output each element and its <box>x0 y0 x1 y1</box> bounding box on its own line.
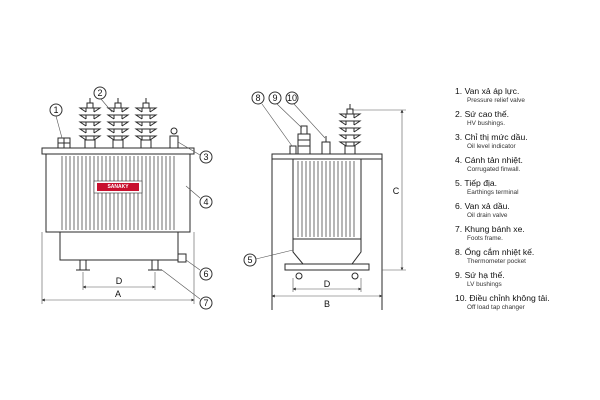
legend-item-vi-text: Van xả dầu. <box>464 201 510 211</box>
hv-bushings <box>78 98 158 149</box>
legend-item: 7. Khung bánh xe.Foots frame. <box>455 224 600 243</box>
hv-bushing <box>338 104 362 155</box>
legend-item-vi-text: Van xả áp lực. <box>464 86 520 96</box>
legend-item-vi: 10. Điều chỉnh không tải. <box>455 293 600 304</box>
legend-item-vi-text: Cánh tản nhiệt. <box>464 155 523 165</box>
oil-drain-valve-shape <box>177 253 187 263</box>
legend-item-en: Off load tap changer <box>467 304 525 311</box>
legend-item: 10. Điều chỉnh không tải.Off load tap ch… <box>455 293 600 312</box>
legend-item-en: Thermometer pocket <box>467 258 526 265</box>
legend-item-number: 3. <box>455 132 463 142</box>
side-corrugated-fins <box>297 161 355 237</box>
brand-logo-text: SANAKY <box>107 184 129 190</box>
callout-1: 1 <box>53 105 58 115</box>
front-dimension-a: A <box>41 232 195 304</box>
legend-item-vi-text: Sứ hạ thế. <box>464 270 505 280</box>
thermometer-pocket-shape <box>289 145 297 155</box>
side-hv-bushing <box>338 104 362 155</box>
side-dimension-c: C <box>352 109 406 271</box>
legend-item: 9. Sứ hạ thế.LV bushings <box>455 270 600 289</box>
callout-6: 6 <box>203 269 208 279</box>
side-dimension-c-label: C <box>393 186 400 196</box>
legend-item-en: Pressure relief valve <box>467 97 525 104</box>
legend-item-number: 6. <box>455 201 463 211</box>
tap-changer-shape <box>321 136 331 155</box>
front-view: SANAKY D A 1 <box>41 86 213 310</box>
pressure-relief-valve-shape <box>57 137 71 149</box>
legend-item-vi: 9. Sứ hạ thế. <box>455 270 600 281</box>
legend-item-vi: 8. Ống cắm nhiệt kế. <box>455 247 600 258</box>
front-dimension-a-label: A <box>115 289 121 299</box>
front-dimension-d-label: D <box>116 276 123 286</box>
legend-item-vi-text: Tiếp địa. <box>464 178 498 188</box>
legend-item-en: LV bushings <box>467 281 502 288</box>
legend-item-en: Oil level indicator <box>467 143 516 150</box>
legend-item: 1. Van xả áp lực.Pressure relief valve <box>455 86 600 105</box>
front-wheels <box>76 260 162 271</box>
legend-item-vi: 7. Khung bánh xe. <box>455 224 600 235</box>
callout-8: 8 <box>255 93 260 103</box>
side-tank-body <box>292 158 362 240</box>
callout-7: 7 <box>203 298 208 308</box>
legend-item-en: HV bushings. <box>467 120 506 127</box>
legend-item-en: Foots frame. <box>467 235 503 242</box>
legend-item-vi: 3. Chỉ thị mức dầu. <box>455 132 600 143</box>
hv-bushing <box>106 98 130 149</box>
legend-item: 5. Tiếp địa.Earthings terminal <box>455 178 600 197</box>
oil-level-indicator-shape <box>169 127 179 149</box>
legend-item-number: 2. <box>455 109 463 119</box>
front-base-frame <box>59 231 179 261</box>
side-dimension-d-label: D <box>324 279 331 289</box>
legend-item-number: 5. <box>455 178 463 188</box>
front-dimension-d: D <box>82 272 156 290</box>
callout-9: 9 <box>272 93 277 103</box>
legend-item-vi: 5. Tiếp địa. <box>455 178 600 189</box>
legend-item-en: Earthings terminal <box>467 189 519 196</box>
hv-bushing <box>134 98 158 149</box>
legend-item-number: 4. <box>455 155 463 165</box>
legend-item-vi-text: Sứ cao thế. <box>464 109 510 119</box>
legend-item-en: Oil drain valve <box>467 212 508 219</box>
side-top-cover <box>271 153 383 160</box>
legend-item-number: 8. <box>455 247 463 257</box>
legend-item-number: 1. <box>455 86 463 96</box>
callout-10: 10 <box>287 93 297 103</box>
callout-5: 5 <box>247 255 252 265</box>
legend-item-vi: 1. Van xả áp lực. <box>455 86 600 97</box>
brand-logo: SANAKY <box>93 180 143 194</box>
callout-3: 3 <box>203 152 208 162</box>
legend-item-vi-text: Ống cắm nhiệt kế. <box>464 247 535 257</box>
legend-item: 4. Cánh tản nhiệt.Corrugated finwall. <box>455 155 600 174</box>
front-top-cover <box>41 147 195 155</box>
hv-bushing <box>78 98 102 149</box>
callout-2: 2 <box>97 88 102 98</box>
legend-list: 1. Van xả áp lực.Pressure relief valve 2.… <box>455 86 600 316</box>
legend-item: 3. Chỉ thị mức dầu.Oil level indicator <box>455 132 600 151</box>
side-view: D B C 8 9 10 5 <box>243 91 406 310</box>
side-dimension-d: D <box>292 278 362 292</box>
legend-item-number: 10. <box>455 293 467 303</box>
legend-item-vi: 2. Sứ cao thế. <box>455 109 600 120</box>
legend-item: 2. Sứ cao thế.HV bushings. <box>455 109 600 128</box>
legend-item-number: 9. <box>455 270 463 280</box>
legend-item-en: Corrugated finwall. <box>467 166 521 173</box>
legend-item-vi-text: Chỉ thị mức dầu. <box>464 132 528 142</box>
side-dimension-b: B <box>271 294 383 309</box>
legend-item-number: 7. <box>455 224 463 234</box>
legend-item-vi-text: Điều chỉnh không tải. <box>469 293 550 303</box>
legend-item: 6. Van xả dầu.Oil drain valve <box>455 201 600 220</box>
callout-4: 4 <box>203 197 208 207</box>
legend-item-vi: 4. Cánh tản nhiệt. <box>455 155 600 166</box>
legend-item-vi-text: Khung bánh xe. <box>464 224 525 234</box>
side-dimension-b-label: B <box>324 299 330 309</box>
legend-item: 8. Ống cắm nhiệt kế.Thermometer pocket <box>455 247 600 266</box>
side-base-frame <box>292 239 362 265</box>
legend-item-vi: 6. Van xả dầu. <box>455 201 600 212</box>
lv-bushing-shape <box>297 125 311 155</box>
